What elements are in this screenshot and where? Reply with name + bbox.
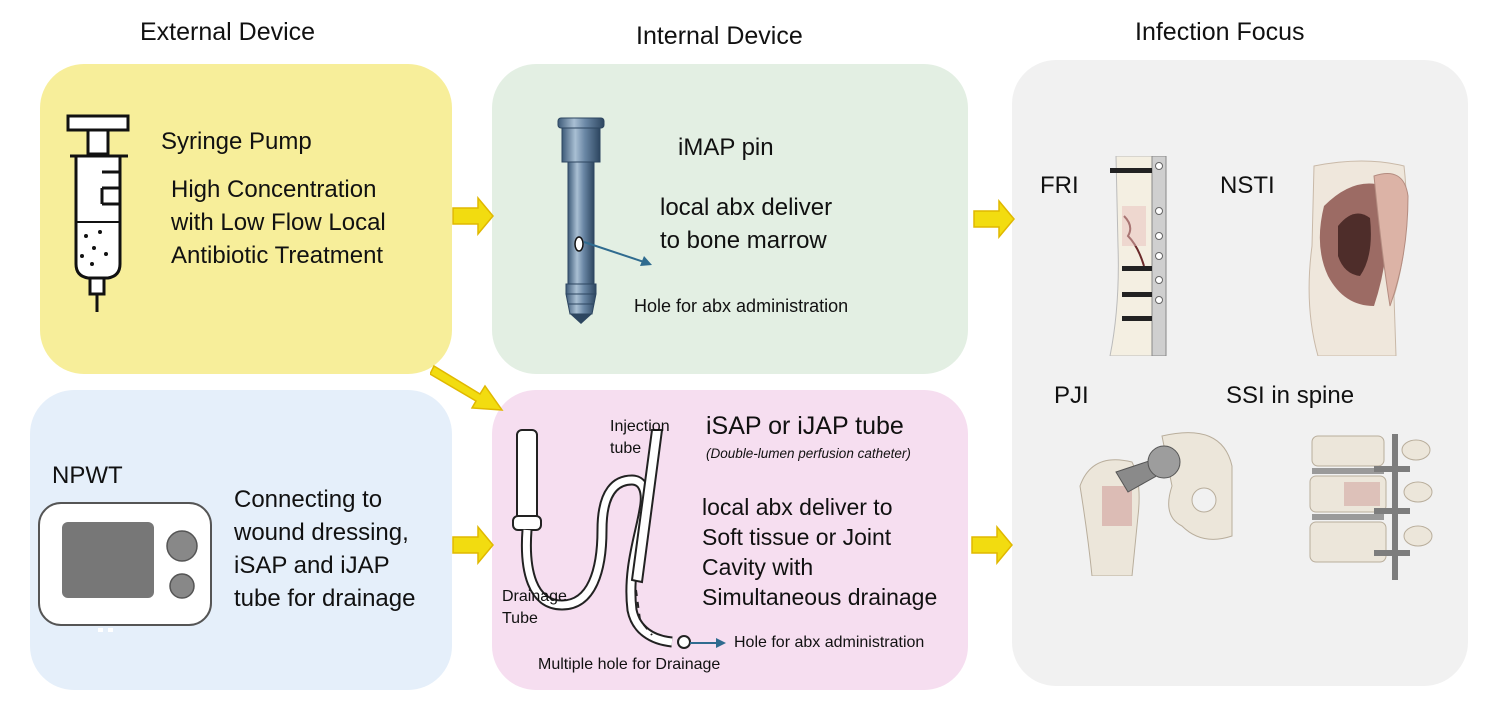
npwt-desc-line-2: wound dressing, bbox=[234, 519, 409, 546]
drainage-tube-label-line-1: Drainage bbox=[502, 588, 567, 605]
column-title-external: External Device bbox=[140, 18, 316, 46]
column-title-focus: Infection Focus bbox=[1135, 18, 1305, 46]
focus-label-fri: FRI bbox=[1040, 172, 1079, 199]
hip-prosthesis-icon bbox=[1072, 426, 1242, 576]
syringe-desc-line-1: High Concentration bbox=[171, 176, 377, 203]
catheter-tube-icon bbox=[502, 420, 722, 650]
arrow-tube-to-focus bbox=[971, 525, 1013, 565]
npwt-desc-line-4: tube for drainage bbox=[234, 585, 416, 612]
focus-label-ssi-spine: SSI in spine bbox=[1226, 382, 1355, 409]
infection-focus-box: FRI NSTI PJI SSI in spine bbox=[1012, 60, 1468, 686]
tube-subtitle: (Double-lumen perfusion catheter) bbox=[706, 446, 911, 461]
tube-desc-line-1: local abx deliver to bbox=[702, 494, 893, 520]
drainage-tube-label-line-2: Tube bbox=[502, 610, 538, 627]
npwt-desc-line-3: iSAP and iJAP bbox=[234, 552, 390, 579]
imap-hole-label: Hole for abx administration bbox=[634, 296, 849, 316]
imap-pin-box: iMAP pin local abx deliver to bone marro… bbox=[492, 64, 968, 374]
tube-desc-line-3: Cavity with bbox=[702, 554, 814, 580]
syringe-desc-line-3: Antibiotic Treatment bbox=[171, 242, 384, 269]
injection-tube-label-line-2: tube bbox=[610, 440, 642, 457]
syringe-desc-line-2: with Low Flow Local bbox=[171, 209, 386, 236]
imap-hole-pointer-arrow bbox=[582, 236, 662, 276]
npwt-desc-line-1: Connecting to bbox=[234, 486, 383, 513]
spine-fixation-icon bbox=[1304, 432, 1434, 582]
tube-desc-line-2: Soft tissue or Joint bbox=[702, 524, 892, 550]
soft-tissue-infection-icon bbox=[1304, 156, 1414, 356]
focus-label-nsti: NSTI bbox=[1220, 172, 1275, 199]
arrow-syringe-to-imap bbox=[452, 196, 494, 236]
focus-label-pji: PJI bbox=[1054, 382, 1089, 409]
tube-desc-line-4: Simultaneous drainage bbox=[702, 584, 938, 610]
syringe-icon bbox=[66, 114, 136, 314]
column-title-internal: Internal Device bbox=[636, 22, 803, 50]
isap-ijap-tube-box: Injection tube Drainage Tube iSAP or iJA… bbox=[492, 390, 968, 690]
arrow-syringe-to-tube bbox=[430, 358, 504, 412]
arrow-npwt-to-tube bbox=[452, 525, 494, 565]
fracture-plate-icon bbox=[1104, 156, 1174, 356]
npwt-title: NPWT bbox=[52, 462, 123, 489]
imap-desc-line-2: to bone marrow bbox=[660, 227, 827, 254]
multi-hole-drainage-label: Multiple hole for Drainage bbox=[538, 656, 721, 673]
npwt-box: NPWT Connecting to wound dressing, iSAP … bbox=[30, 390, 452, 690]
tube-hole-label: Hole for abx administration bbox=[734, 634, 925, 651]
imap-pin-title: iMAP pin bbox=[678, 134, 774, 161]
tube-hole-pointer-arrow bbox=[690, 636, 730, 650]
syringe-pump-box: Syringe Pump High Concentration with Low… bbox=[40, 64, 452, 374]
injection-tube-label-line-1: Injection bbox=[610, 418, 670, 435]
tube-title: iSAP or iJAP tube bbox=[706, 412, 904, 440]
arrow-imap-to-focus bbox=[973, 199, 1015, 239]
imap-desc-line-1: local abx deliver bbox=[660, 194, 833, 221]
pin-screw-icon bbox=[552, 114, 612, 326]
npwt-device-icon bbox=[36, 500, 216, 640]
syringe-pump-title: Syringe Pump bbox=[161, 128, 312, 155]
